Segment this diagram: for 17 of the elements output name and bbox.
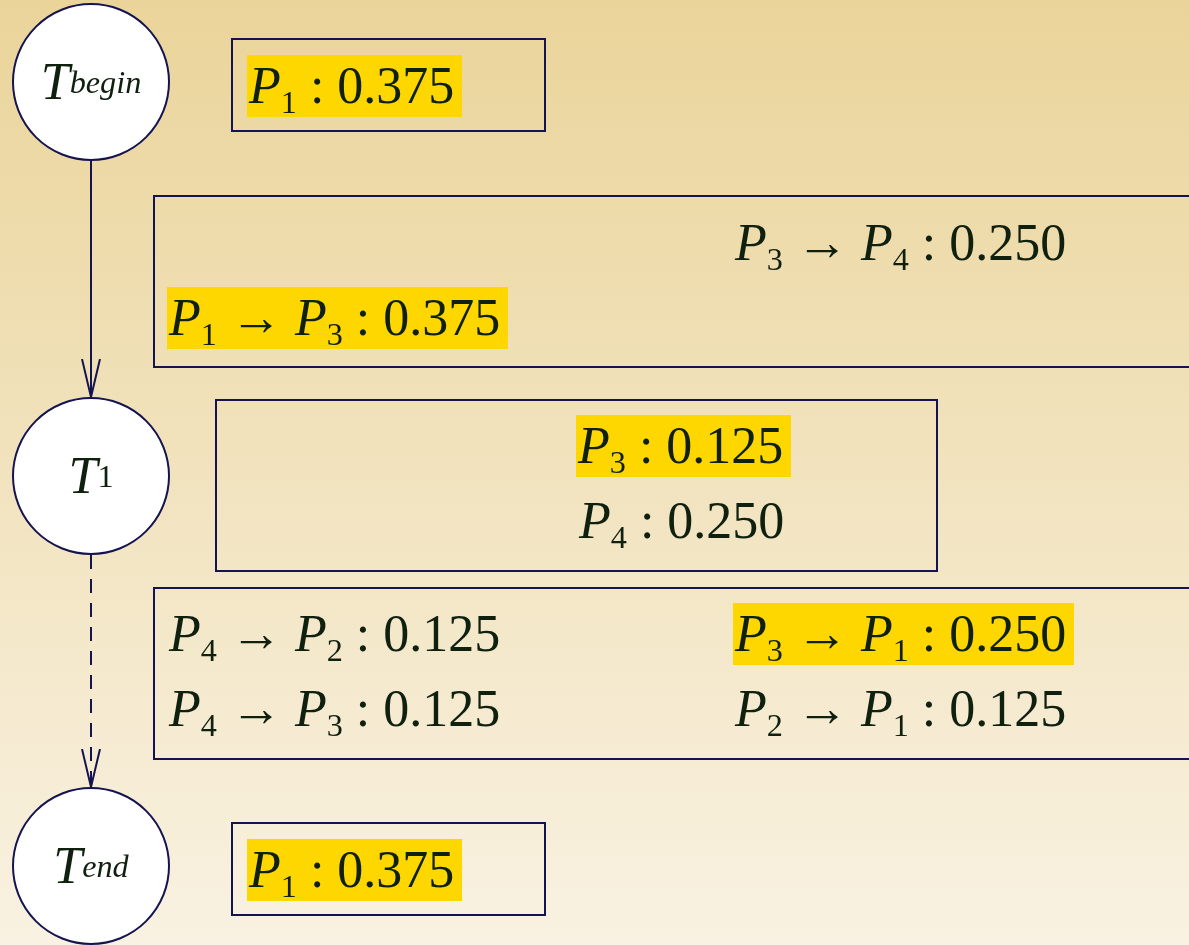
- bordered-box: [215, 399, 938, 572]
- bordered-box: [153, 195, 1189, 368]
- highlighted-label: P$_{3}$ : 0.125: [576, 415, 792, 477]
- highlighted-label: P$_{3}$ → P$_{1}$ : 0.250: [733, 603, 1075, 665]
- probability-text: P$_{3}$ → P$_{4}$ : 0.250: [735, 213, 1067, 274]
- probability-text: P$_{4}$ → P$_{3}$ : 0.125: [169, 679, 501, 740]
- highlighted-label: P$_{1}$ : 0.375: [247, 839, 463, 901]
- arrow: [81, 160, 101, 398]
- probability-text: P$_{4}$ → P$_{2}$ : 0.125: [169, 604, 501, 665]
- highlighted-label: P$_{1}$ : 0.375: [247, 55, 463, 117]
- probability-text: P$_{4}$ : 0.250: [579, 491, 785, 552]
- probability-text: P$_{2}$ → P$_{1}$ : 0.125: [735, 679, 1067, 740]
- bordered-box: [231, 38, 546, 132]
- highlighted-label: P$_{1}$ → P$_{3}$ : 0.375: [167, 287, 509, 349]
- bordered-box: [153, 587, 1189, 760]
- arrow: [81, 554, 101, 788]
- bordered-box: [231, 822, 546, 916]
